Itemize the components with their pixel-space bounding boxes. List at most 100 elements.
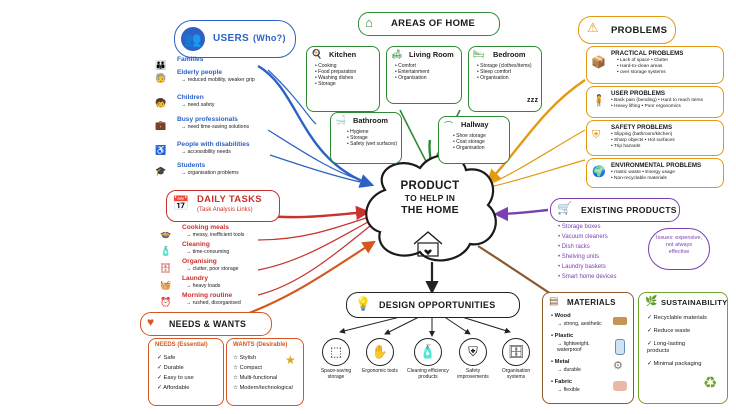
sustainability-panel: 🌿 SUSTAINABILITY Recyclable materials Re… <box>638 292 728 404</box>
task-label: Cooking meals <box>182 224 229 231</box>
leaf-icon: 🌿 <box>645 296 658 307</box>
briefcase-icon: 💼 <box>155 120 167 130</box>
material-label: Metal <box>551 359 611 367</box>
wants-subtitle: WANTS (Desirable) <box>233 342 288 348</box>
material-note: → strong, aesthetic <box>557 320 602 327</box>
safety-problems-title: SAFETY PROBLEMS <box>611 124 673 131</box>
wheelchair-icon: ♿ <box>155 145 167 155</box>
task-label: Morning routine <box>182 292 233 299</box>
house-icon: ⌂ <box>365 15 373 30</box>
design-opp-label: Organisation systems <box>501 368 531 380</box>
bedroom-list: Storage (clothes/items) Sleep comfort Or… <box>477 63 535 81</box>
list-item: Multi-functional <box>233 373 293 383</box>
list-item: • Back pain (bending) • Hard to reach it… <box>611 98 703 103</box>
list-item: Shelving units <box>558 252 642 262</box>
bedroom-title: Bedroom <box>493 50 526 59</box>
task-note: → rushed, disorganised <box>186 300 241 306</box>
star-icon: ★ <box>285 353 296 367</box>
areas-title: AREAS OF HOME <box>391 18 476 29</box>
list-item: Washing dishes <box>315 75 379 81</box>
list-item: Shoe storage <box>453 133 509 139</box>
list-item: Coat storage <box>453 139 509 145</box>
kitchen-list: Cooking Food preparation Washing dishes … <box>315 63 379 87</box>
problems-header: ⚠ PROBLEMS <box>578 16 676 44</box>
elderly-icon: 🧓 <box>155 73 167 83</box>
material-note: → durable <box>557 366 581 373</box>
lightbulb-icon: 💡 <box>355 296 372 311</box>
users-item-label: Families <box>177 56 204 63</box>
alarm-clock-icon: ⏰ <box>160 297 172 307</box>
tasks-title: DAILY TASKS <box>197 194 262 205</box>
hallway-list: Shoe storage Coat storage Organisation <box>453 133 509 151</box>
family-icon: 👪 <box>155 60 167 70</box>
hand-tool-icon: ✋ <box>366 338 394 366</box>
filing-cabinet-icon: 🗄 <box>502 338 530 366</box>
list-item: Long-lasting products <box>647 341 707 355</box>
users-item-label: Students <box>177 162 206 169</box>
list-item: Laundry baskets <box>558 262 642 272</box>
list-item: Organisation <box>453 145 509 151</box>
existing-title: EXISTING PRODUCTS <box>581 205 677 215</box>
existing-issues-text: Issues: expensive, not always effective <box>655 235 703 255</box>
spray-bottle-icon: 🧴 <box>160 246 172 256</box>
living-list: Comfort Entertainment Organisation <box>395 63 461 81</box>
kitchen-icon: 🍳 <box>311 49 323 59</box>
list-item: • Non-recyclable materials <box>611 175 667 181</box>
problems-safety: ⛨ SAFETY PROBLEMS • Slipping (bathroom/k… <box>586 120 724 156</box>
center-cloud <box>365 154 497 262</box>
design-opp-label: Safety improvements <box>457 368 489 380</box>
drawers-icon: 🗄 <box>160 263 172 273</box>
living-title: Living Room <box>409 50 454 59</box>
list-item: Vacuum cleaners <box>558 232 642 242</box>
storage-box-icon: ⬚ <box>322 338 350 366</box>
users-item-note: → need safety <box>181 102 215 108</box>
center-title-line-1: PRODUCT <box>400 180 460 192</box>
task-note: → clutter, poor storage <box>186 266 239 272</box>
design-opp-organisation: 🗄 Organisation systems <box>496 338 536 380</box>
kitchen-title: Kitchen <box>329 50 357 59</box>
material-note: → lightweight, waterproof <box>557 340 590 353</box>
problems-environmental: 🌍 ENVIRONMENTAL PROBLEMS • rrastic waste… <box>586 158 724 188</box>
materials-title: MATERIALS <box>567 298 616 307</box>
users-header: 👥 USERS (Who?) <box>174 20 296 58</box>
list-item: Compact <box>233 363 293 373</box>
tasks-paren: (Task Analysis Links) <box>197 207 253 213</box>
practical-list: • Lack of space • Clutter • Hard-to-clea… <box>617 58 721 75</box>
user-problems-title: USER PROBLEMS <box>611 90 665 97</box>
users-item-note: → reduced mobility, weaker grip <box>181 77 255 83</box>
material-item-wood: Wood → strong, aesthetic <box>551 313 621 327</box>
task-label: Cleaning <box>182 241 210 248</box>
list-item: Durable <box>157 363 194 373</box>
list-item: Hygiene <box>347 129 401 135</box>
user-problems-list: • Back pain (bending) • Hard to reach it… <box>611 98 721 110</box>
existing-list: Storage boxes Vacuum cleaners Dish racks… <box>558 222 642 282</box>
sustain-list: Recyclable materials Reduce waste Long-l… <box>647 315 707 368</box>
env-problems-list: • rrastic waste • Energy usage • Non-rec… <box>611 170 721 182</box>
center-title-line-3: THE HOME <box>401 204 459 216</box>
material-note: → flexible <box>557 386 580 393</box>
area-bedroom: 🛏 Bedroom Storage (clothes/items) Sleep … <box>468 46 542 112</box>
users-item-disabilities: ♿ People with disabilities → accessibili… <box>155 140 250 158</box>
list-item: Smart home devices <box>558 272 642 282</box>
users-item-note: → accessibility needs <box>181 149 231 155</box>
materials-panel: ▤ MATERIALS Wood → strong, aesthetic Pla… <box>542 292 634 404</box>
safety-problems-list: • Slipping (bathroom/kitchen) • Sharp ob… <box>611 132 721 149</box>
center-title-line-2: TO HELP IN <box>404 193 456 203</box>
laundry-basket-icon: 🧺 <box>160 280 172 290</box>
users-title: USERS <box>213 33 249 44</box>
problems-practical: 📦 PRACTICAL PROBLEMS • Lack of space • C… <box>586 46 724 84</box>
list-item: • Sharp objects • Hot surfaces <box>611 137 675 143</box>
list-item: Dish racks <box>558 242 642 252</box>
task-label: Laundry <box>182 275 209 282</box>
design-opp-ergonomic: ✋ Ergonomic tools <box>362 338 398 374</box>
list-item: Recyclable materials <box>647 315 707 322</box>
list-item: • Trip hazards <box>611 143 641 149</box>
users-item-children: 🧒 Children → need safety <box>155 93 214 111</box>
list-item: Storage boxes <box>558 222 642 232</box>
problems-user: 🧍 USER PROBLEMS • Back pain (bending) • … <box>586 86 724 118</box>
bathroom-title: Bathroom <box>353 116 388 125</box>
box-icon: 📦 <box>591 55 606 69</box>
list-item: Comfort <box>395 63 461 69</box>
list-item: Reduce waste <box>647 328 707 335</box>
list-item: Storage <box>315 81 379 87</box>
